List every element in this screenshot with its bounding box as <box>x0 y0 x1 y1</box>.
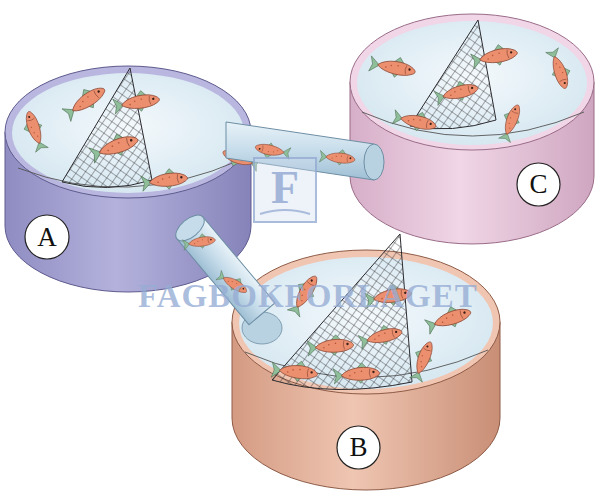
circle-shape <box>517 163 560 206</box>
fish-group-part <box>392 107 438 135</box>
watermark-logo-letter: F <box>271 165 299 211</box>
fish-group-part <box>271 359 319 383</box>
tank-c-part <box>357 21 587 145</box>
fish-group-part <box>333 361 381 385</box>
fish-group-part <box>544 47 575 91</box>
fish-group <box>19 41 575 385</box>
fish-net <box>62 20 496 390</box>
fish-group-part <box>496 102 525 143</box>
fish-net-part <box>62 68 152 188</box>
fish-group-part <box>470 41 519 70</box>
fish-group-part <box>140 166 188 193</box>
circle-shape <box>25 215 69 259</box>
tank-c-part <box>350 14 594 150</box>
fish-group-part <box>88 128 141 165</box>
tank-c <box>350 14 594 244</box>
watermark-logo-part <box>254 158 316 222</box>
fish-group-part <box>19 109 50 153</box>
fish-group-part <box>368 53 417 81</box>
tank-label-circle: A <box>24 214 70 260</box>
fish-group-part <box>433 77 480 107</box>
tank-letter: C <box>529 171 547 198</box>
circle-shape <box>337 426 380 469</box>
fish-group-part <box>407 338 438 382</box>
fish-group-part <box>357 321 404 351</box>
fish-group-part <box>60 80 109 123</box>
watermark-text: FAGBOKFORLAGET <box>138 280 478 313</box>
pipe-part <box>319 148 355 167</box>
tank-label-circle: C <box>516 162 561 207</box>
watermark-logo <box>254 158 316 222</box>
pipe-part <box>364 144 384 180</box>
fish-group-part <box>307 333 355 357</box>
fish-group-part <box>112 88 161 116</box>
tank-label-circle: B <box>336 425 381 470</box>
tank-letter: A <box>37 224 57 251</box>
pipe-part <box>182 232 216 252</box>
tank-letter: B <box>349 434 367 461</box>
tank-a-part <box>5 66 251 198</box>
